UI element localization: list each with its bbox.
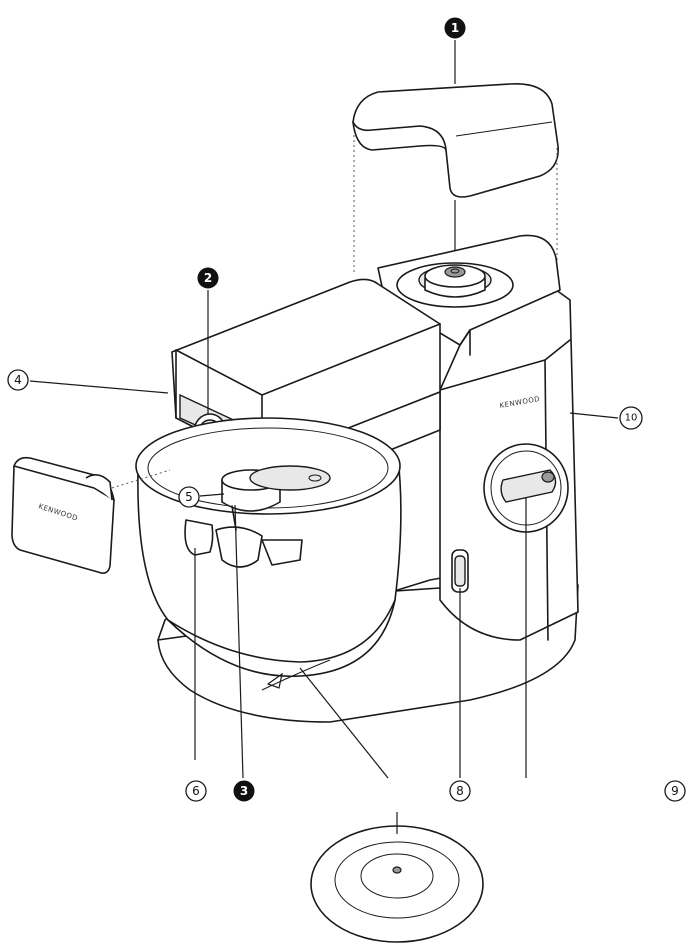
callout-6-label: 6 <box>192 784 200 798</box>
callout-4: 4 <box>7 369 29 391</box>
tool-socket <box>221 465 331 512</box>
high-speed-outlet-cover <box>352 83 559 198</box>
leader-lines <box>29 40 619 779</box>
callout-10: 10 <box>619 406 643 430</box>
bowl-lid <box>310 812 484 943</box>
callout-1: 1 <box>444 17 466 39</box>
callout-2-label: 2 <box>204 271 212 285</box>
callout-3: 3 <box>233 780 255 802</box>
callout-1-label: 1 <box>451 21 459 35</box>
high-speed-outlet <box>396 262 514 308</box>
callout-10-label: 10 <box>625 413 638 424</box>
callout-4-label: 4 <box>14 373 22 387</box>
slow-speed-outlet-cover: KENWOOD <box>11 456 171 574</box>
head-lift-lever <box>451 549 469 593</box>
callout-9-label: 9 <box>671 784 679 798</box>
callout-8: 8 <box>449 780 471 802</box>
callout-2: 2 <box>197 267 219 289</box>
callout-8-label: 8 <box>456 784 464 798</box>
callout-3-label: 3 <box>240 784 248 798</box>
callout-5-label: 5 <box>185 490 193 504</box>
callout-5: 5 <box>178 486 200 508</box>
speed-control-dial <box>483 443 569 533</box>
beater-tool <box>184 505 303 568</box>
callout-6: 6 <box>185 780 207 802</box>
callout-9: 9 <box>664 780 686 802</box>
bowl <box>135 417 402 691</box>
